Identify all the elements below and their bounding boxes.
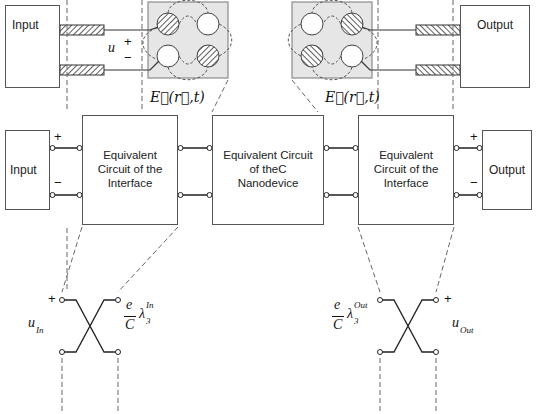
electrode <box>197 45 219 67</box>
wire-pair <box>50 148 82 195</box>
box-text: Equivalent Circuit of the Interface <box>365 149 447 190</box>
signal-label: Out <box>460 325 474 335</box>
box-text: Output <box>477 18 513 32</box>
signal-label: 3 <box>354 316 359 326</box>
signal-label: λ <box>347 307 353 321</box>
signal-label: C <box>333 318 342 332</box>
electrode <box>157 13 179 35</box>
circuit-box: Output <box>482 130 532 210</box>
polarity-sign: − <box>124 51 132 65</box>
dashed-line <box>212 80 318 112</box>
polarity-sign: − <box>54 176 62 190</box>
terminal <box>116 350 121 355</box>
signal-label: In <box>36 325 44 335</box>
signal-label: 3 <box>146 316 151 326</box>
signal-label: e <box>126 298 132 312</box>
polarity-sign: + <box>470 130 478 144</box>
circuit-box: Equivalent Circuit of theC Nanodevice <box>212 115 324 225</box>
wire-pair <box>324 148 358 195</box>
terminal <box>178 146 183 151</box>
circuit-box: Equivalent Circuit of the Interface <box>358 115 454 225</box>
signal-label: In <box>146 300 154 310</box>
crossed-wire <box>62 300 118 352</box>
nanodevice-half <box>60 0 232 80</box>
electrode <box>157 45 179 67</box>
signal-label: E⃗(r⃗,t) <box>150 89 205 105</box>
terminal <box>324 193 329 198</box>
device-square <box>148 2 228 78</box>
terminal <box>178 193 183 198</box>
electrode <box>197 13 219 35</box>
box-text: Equivalent Circuit of theC Nanodevice <box>219 149 317 190</box>
crossed-two-port <box>378 298 439 355</box>
terminal <box>454 193 459 198</box>
circuit-box: Output <box>460 5 530 88</box>
polarity-sign: + <box>48 292 56 306</box>
dashed-line <box>67 0 453 112</box>
signal-label: Out <box>354 300 368 310</box>
circuit-box: Equivalent Circuit of the Interface <box>82 115 178 225</box>
box-text: Input <box>10 163 37 177</box>
field-line <box>143 0 232 80</box>
polarity-sign: + <box>54 130 62 144</box>
signal-label: C <box>125 318 134 332</box>
polarity-sign: − <box>470 176 478 190</box>
signal-label: λ <box>139 307 145 321</box>
signal-label: u <box>108 41 115 55</box>
wire-pair <box>454 148 482 195</box>
fraction-bar <box>332 316 344 317</box>
terminal <box>116 298 121 303</box>
terminal <box>50 146 55 151</box>
dashed-line <box>62 227 454 292</box>
terminal <box>324 146 329 151</box>
signal-label: u <box>28 316 35 330</box>
polarity-sign: + <box>124 35 132 49</box>
nanodevice-half <box>288 0 460 80</box>
guide-lines <box>62 0 454 414</box>
polarity-sign: + <box>444 292 452 306</box>
circuit-box: Input <box>5 130 50 210</box>
circuit-box: Input <box>5 5 60 88</box>
dashed-line <box>62 358 436 414</box>
signal-label: u <box>452 316 459 330</box>
signal-label: E⃗(r⃗,t) <box>325 89 380 105</box>
box-text: Equivalent Circuit of the Interface <box>89 149 171 190</box>
box-text: Output <box>489 163 525 177</box>
wire-pair <box>178 148 212 195</box>
signal-label: e <box>334 298 340 312</box>
terminal <box>454 146 459 151</box>
terminal <box>60 298 65 303</box>
terminal <box>60 350 65 355</box>
terminal <box>50 193 55 198</box>
crossed-two-port <box>60 298 121 355</box>
fraction-bar <box>124 316 136 317</box>
box-text: Input <box>12 18 39 32</box>
conductor <box>104 27 159 70</box>
